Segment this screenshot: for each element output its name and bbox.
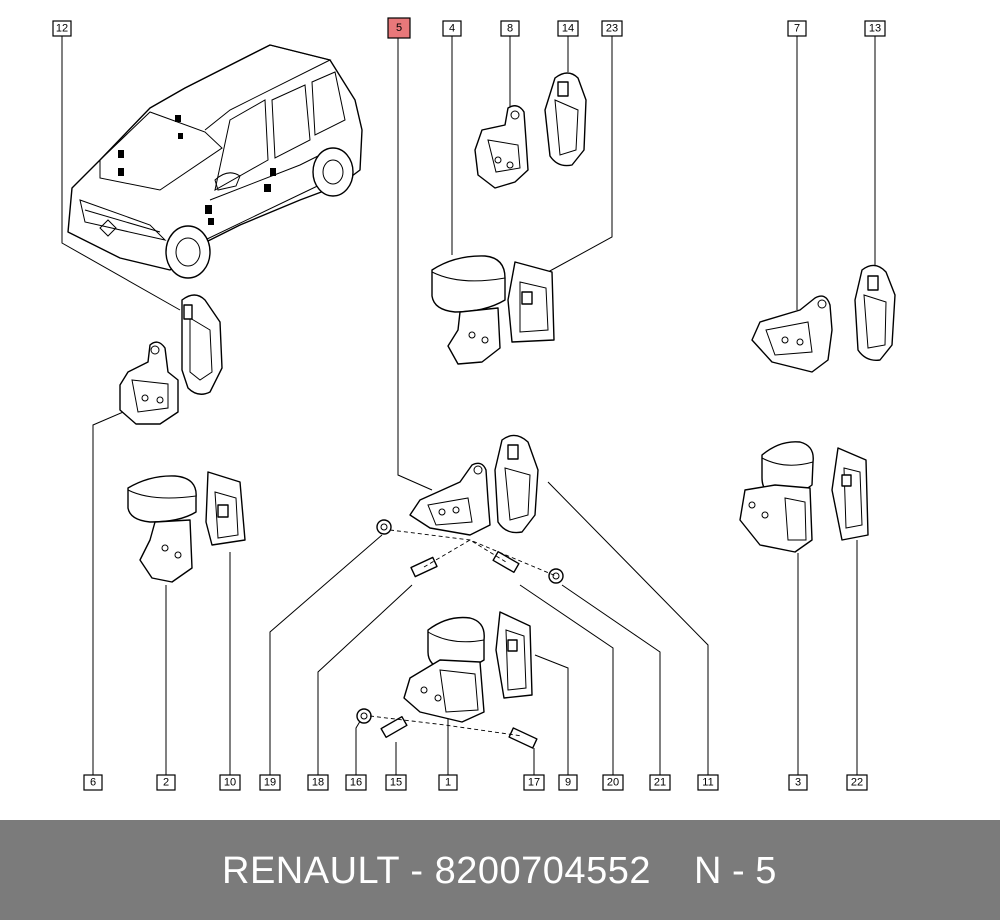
- callout-9: 9: [558, 774, 578, 791]
- svg-text:1: 1: [445, 777, 451, 789]
- callout-1: 1: [438, 774, 458, 791]
- hinge-assembly-left-lower: [127, 471, 246, 583]
- hinge-assembly-right-lower: [739, 441, 869, 553]
- callout-17: 17: [523, 774, 545, 791]
- svg-text:9: 9: [565, 777, 571, 789]
- callout-6: 6: [83, 774, 103, 791]
- parts-diagram: 12 5 4 8 14 23 7 13 6 2 10 19 18 16 15 1…: [52, 17, 896, 791]
- callout-15: 15: [385, 774, 407, 791]
- callout-2: 2: [156, 774, 176, 791]
- svg-text:14: 14: [562, 23, 574, 35]
- hinge-assembly-4: [431, 255, 555, 365]
- callout-7: 7: [787, 20, 807, 37]
- callout-10: 10: [219, 774, 241, 791]
- svg-text:4: 4: [449, 23, 455, 35]
- callout-labels: 12 5 4 8 14 23 7 13 6 2 10 19 18 16 15 1…: [52, 17, 886, 791]
- svg-text:11: 11: [702, 777, 713, 789]
- callout-4: 4: [442, 20, 462, 37]
- callout-19: 19: [259, 774, 281, 791]
- callout-21: 21: [649, 774, 671, 791]
- callout-22: 22: [846, 774, 868, 791]
- hinge-assembly-right-upper: [751, 264, 896, 373]
- svg-text:5: 5: [396, 22, 402, 34]
- svg-text:21: 21: [654, 777, 666, 789]
- callout-23: 23: [601, 20, 623, 37]
- callout-16: 16: [345, 774, 367, 791]
- hinge-pair-top-center: [474, 72, 587, 189]
- svg-text:16: 16: [350, 777, 362, 789]
- callout-3: 3: [788, 774, 808, 791]
- callout-5-highlighted: 5: [387, 17, 411, 39]
- svg-text:7: 7: [794, 23, 800, 35]
- part-reference-footer: RENAULT - 8200704552 N - 5: [0, 820, 1000, 920]
- callout-18: 18: [307, 774, 329, 791]
- svg-text:8: 8: [507, 23, 513, 35]
- diagram-page-label: N - 5: [694, 850, 777, 892]
- hinge-assembly-1: [356, 611, 538, 749]
- svg-text:17: 17: [528, 777, 540, 789]
- svg-text:3: 3: [795, 777, 801, 789]
- svg-text:23: 23: [606, 23, 618, 35]
- svg-text:6: 6: [90, 777, 96, 789]
- svg-text:18: 18: [312, 777, 324, 789]
- svg-text:19: 19: [264, 777, 276, 789]
- svg-text:15: 15: [390, 777, 402, 789]
- callout-11: 11: [697, 774, 719, 791]
- callout-20: 20: [602, 774, 624, 791]
- svg-text:13: 13: [869, 23, 881, 35]
- svg-text:2: 2: [163, 777, 169, 789]
- svg-text:20: 20: [607, 777, 619, 789]
- hinge-assembly-left-upper: [119, 294, 223, 425]
- callout-8: 8: [500, 20, 520, 37]
- svg-text:10: 10: [224, 777, 236, 789]
- part-number: RENAULT - 8200704552: [222, 850, 651, 892]
- svg-text:12: 12: [56, 23, 68, 35]
- callout-14: 14: [557, 20, 579, 37]
- callout-13: 13: [864, 20, 886, 37]
- hinge-assembly-5: [376, 434, 564, 584]
- svg-text:22: 22: [851, 777, 863, 789]
- vehicle-illustration: [67, 44, 363, 279]
- callout-12: 12: [52, 20, 72, 37]
